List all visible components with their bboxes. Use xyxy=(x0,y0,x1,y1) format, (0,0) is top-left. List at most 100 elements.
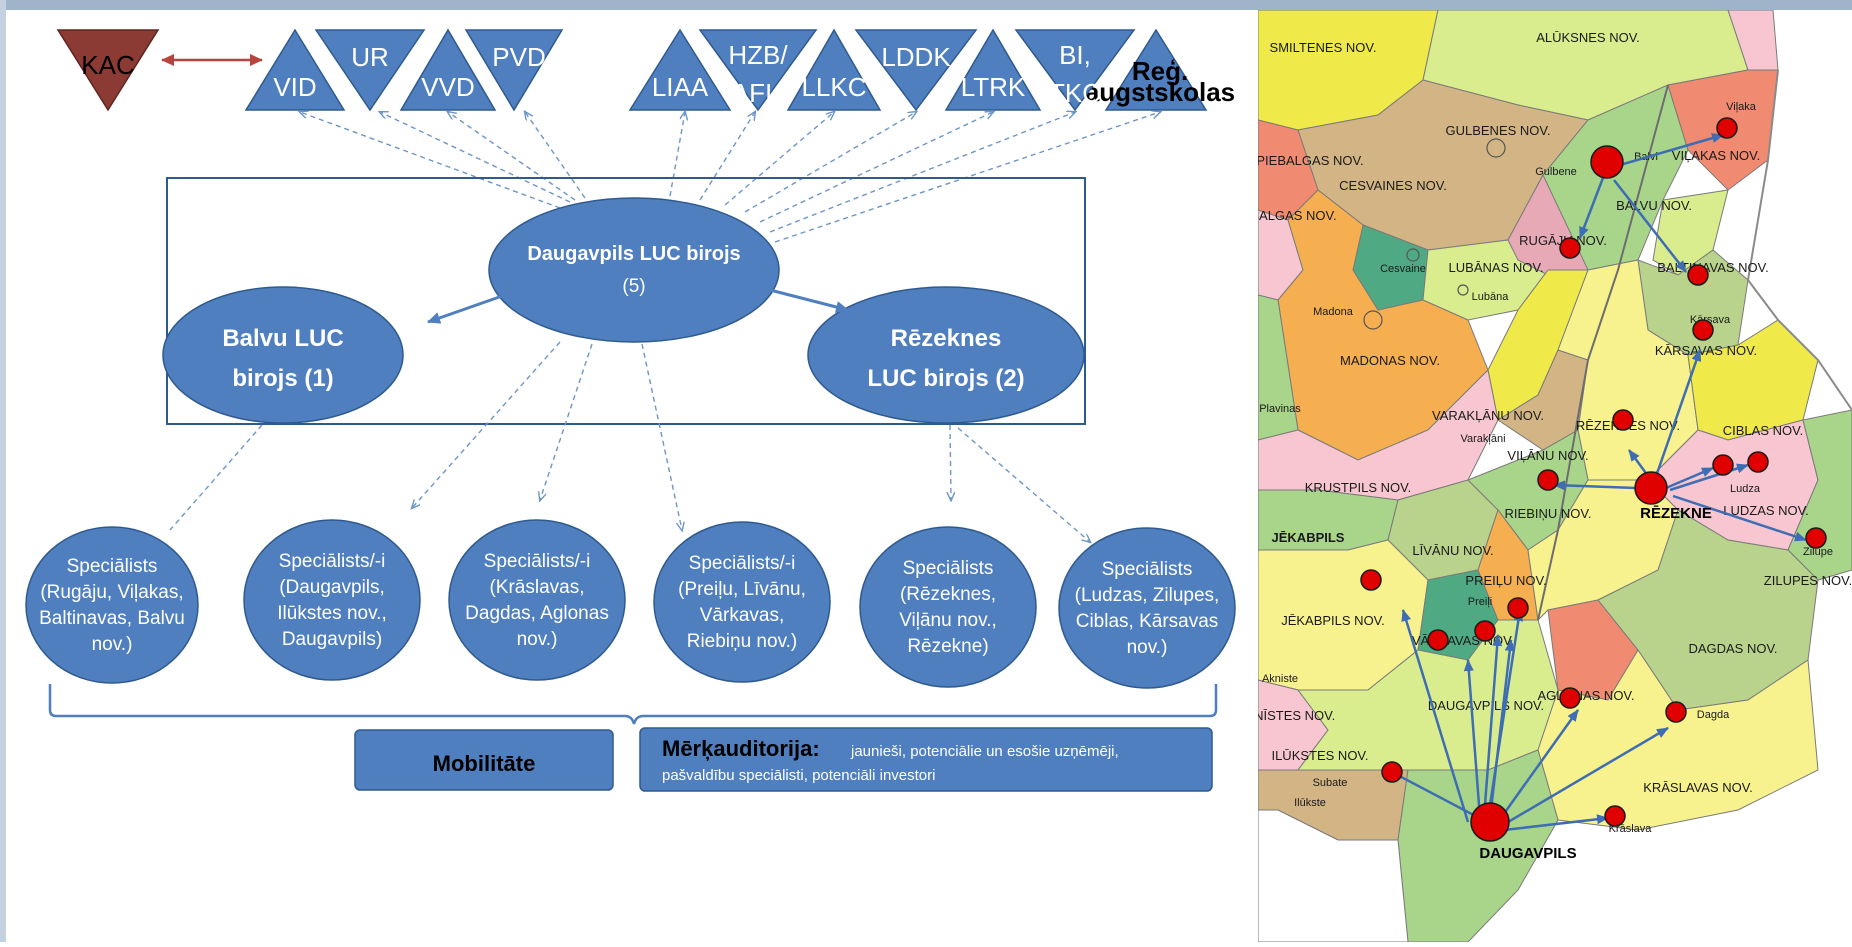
vvd-label: VVD xyxy=(421,72,474,102)
specialist-4-line-2: (Preiļu, Līvānu, xyxy=(678,579,806,600)
central-office: Daugavpils LUC birojs (5) xyxy=(488,197,780,343)
specialist-circle-4: Speciālists/-i(Preiļu, Līvānu,Vārkavas,R… xyxy=(653,521,831,683)
label-riebini: RIEBIŅU NOV. xyxy=(1505,506,1592,521)
bi-label-1: BI, xyxy=(1059,40,1091,70)
specialist-3-line-4: nov.) xyxy=(517,629,558,650)
hzb-label-1: HZB/ xyxy=(728,40,788,70)
town-plavinas: Plavinas xyxy=(1259,403,1301,415)
label-karsava: KĀRSAVAS NOV. xyxy=(1655,343,1757,358)
pvd-label: PVD xyxy=(492,42,545,72)
reg-line-1: Reģ. xyxy=(1132,56,1188,86)
hzb-label-2: AFI xyxy=(732,78,772,108)
label-krustpils: KRUSTPILS NOV. xyxy=(1305,480,1411,495)
label-aglona: AGLONAS NOV. xyxy=(1537,688,1634,703)
specialist-5-line-2: (Rēzeknes, xyxy=(900,584,996,605)
label-ludza: LUDZAS NOV. xyxy=(1723,503,1809,518)
triangle-vvd xyxy=(399,28,497,111)
triangle-reg-augstskolas xyxy=(1104,28,1208,111)
specialist-5-line-1: Speciālists xyxy=(903,558,994,579)
town-kraslava: Krāslava xyxy=(1609,823,1653,835)
central-office-name: Daugavpils LUC birojs xyxy=(527,243,740,265)
label-gulbene: GULBENES NOV. xyxy=(1445,123,1550,138)
specialist-2-line-1: Speciālists/-i xyxy=(279,551,386,572)
label-akniste: AKNĪSTES NOV. xyxy=(1237,708,1336,723)
specialist-6-line-2: (Ludzas, Zilupes, xyxy=(1075,585,1220,606)
ltrk-label: LTRK xyxy=(961,72,1026,102)
mobility-label: Mobilitāte xyxy=(433,751,536,776)
reg-augstskolas-label-1: Reģ. xyxy=(1132,56,1188,86)
specialist-2-line-3: Ilūkstes nov., xyxy=(277,603,386,624)
specialist-4-line-4: Riebiņu nov.) xyxy=(687,631,798,652)
label-smiltene: SMILTENES NOV. xyxy=(1270,40,1377,55)
latgale-map: SMILTENES NOV. ALŪKSNES NOV. GULBENES NO… xyxy=(1222,10,1852,942)
label-zilupe: ZILUPES NOV. xyxy=(1764,573,1852,588)
label-lubana: LUBĀNAS NOV. xyxy=(1449,260,1544,275)
specialist-circle-2: Speciālists/-i (Daugavpils, Ilūkstes nov.,… xyxy=(243,519,421,681)
specialist-circle-1: Speciālists(Rugāju, Viļakas,Baltinavas, … xyxy=(25,526,199,684)
arrow-to-right-office xyxy=(769,288,849,313)
llkc-label: LLKC xyxy=(801,72,866,102)
specialist-3-line-1: Speciālists/-i xyxy=(484,551,591,572)
audience-line-1: jaunieši, potenciālie un esošie uzņēmēji… xyxy=(850,743,1119,760)
triangle-bi-tkc xyxy=(1014,29,1136,112)
specialist-6-line-1: Speciālists xyxy=(1102,559,1193,580)
audience-label: Mērķauditorija: xyxy=(662,736,820,761)
label-aluksne: ALŪKSNES NOV. xyxy=(1536,30,1640,45)
label-varaklani: VARAKĻĀNU NOV. xyxy=(1432,408,1544,423)
office-markers xyxy=(1360,117,1827,842)
left-edge xyxy=(0,0,6,942)
reg-line-2: augstskolas xyxy=(1085,77,1235,107)
region-south-edge xyxy=(1258,809,1409,942)
kac-triangle: KAC xyxy=(56,29,160,112)
town-akniste: Akniste xyxy=(1262,673,1298,685)
label-baltinava: BALTINAVAS NOV. xyxy=(1657,260,1769,275)
right-office-line-1: Rēzeknes xyxy=(891,325,1002,352)
label-jaunpiebalga: JAUNPIEBALGAS NOV. xyxy=(1222,153,1363,168)
right-office: Rēzeknes LUC birojs (2) xyxy=(807,286,1085,424)
specialist-6-line-3: Ciblas, Kārsavas xyxy=(1076,611,1219,632)
specialist-4-line-3: Vārkavas, xyxy=(700,605,784,626)
specialist-links xyxy=(169,341,1090,542)
specialist-1-line-1: Speciālists xyxy=(67,556,158,577)
liaa-label: LIAA xyxy=(652,72,709,102)
specialist-circle-6: Speciālists (Ludzas, Zilupes, Ciblas, Kārs… xyxy=(1058,527,1236,689)
institution-links xyxy=(300,112,1160,243)
town-vilaka: Viļaka xyxy=(1726,101,1757,113)
institution-triangles: VID VVD LIAA LLKC LTRK Reģ. augstskolas … xyxy=(244,28,1235,112)
triangle-pvd xyxy=(464,29,564,112)
hzb-line-2: AFI xyxy=(732,78,772,108)
label-vilani: VIĻĀNU NOV. xyxy=(1507,448,1588,463)
specialists-row: Speciālists(Rugāju, Viļakas,Baltinavas, … xyxy=(25,519,1236,689)
top-strip xyxy=(0,0,1852,10)
mobility-box: Mobilitāte xyxy=(354,729,614,791)
label-vilaka: VIĻAKAS NOV. xyxy=(1672,148,1760,163)
hub-rezekne: RĒZEKNE xyxy=(1640,505,1712,522)
arrow-to-left-office xyxy=(427,293,506,324)
triangle-llkc xyxy=(786,28,882,111)
town-ludza: Ludza xyxy=(1730,483,1761,495)
label-cibla: CIBLAS NOV. xyxy=(1723,423,1803,438)
specialist-2-line-2: (Daugavpils, xyxy=(279,577,385,598)
label-cesvaine: CESVAINES NOV. xyxy=(1339,178,1447,193)
bi-line-2: TKC xyxy=(1049,78,1101,108)
town-gulbene: Gulbene xyxy=(1535,166,1577,178)
bi-line-1: BI, xyxy=(1059,40,1091,70)
left-office-line-1: Balvu LUC xyxy=(222,325,343,352)
hub-daugavpils: DAUGAVPILS xyxy=(1479,845,1576,862)
specialist-circle-5: Speciālists(Rēzeknes,Viļānu nov.,Rēzekne… xyxy=(859,526,1037,688)
specialist-1-line-4: nov.) xyxy=(92,634,133,655)
label-preili: PREIĻU NOV. xyxy=(1465,573,1546,588)
label-ilukste: ILŪKSTES NOV. xyxy=(1271,748,1368,763)
label-balvu: BALVU NOV. xyxy=(1616,198,1692,213)
town-dagda: Dagda xyxy=(1697,709,1730,721)
right-office-line-2: LUC birojs (2) xyxy=(867,365,1024,392)
audience-line-2: pašvaldību speciālisti, potenciāli inves… xyxy=(662,767,935,784)
town-subate: Subate xyxy=(1313,777,1348,789)
triangle-vid xyxy=(244,28,346,111)
label-livani: LĪVĀNU NOV. xyxy=(1412,543,1493,558)
label-piebalga: PIEBALGAS NOV. xyxy=(1229,208,1336,223)
triangle-ltrk xyxy=(944,28,1042,111)
specialist-3-line-3: Dagdas, Aglonas xyxy=(465,603,609,624)
